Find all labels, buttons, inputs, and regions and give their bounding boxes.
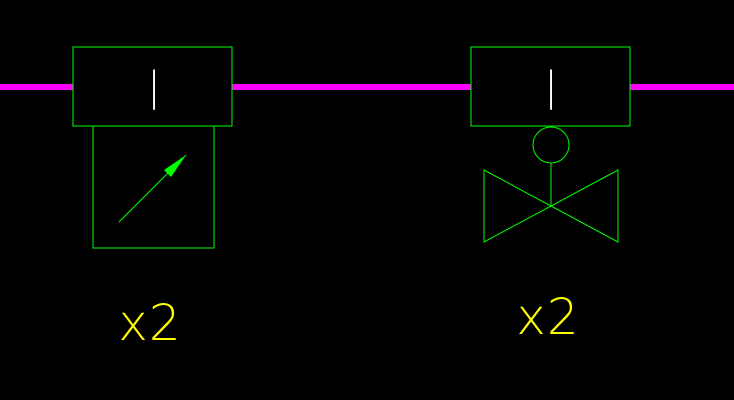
inline-box-1-tag: | bbox=[147, 64, 160, 110]
symbol-2[interactable]: | x2 bbox=[470, 46, 631, 346]
valve-icon bbox=[483, 126, 619, 243]
valve-body-right bbox=[549, 169, 619, 243]
quantity-label-2: x2 bbox=[516, 288, 579, 346]
diagonal-arrow-icon bbox=[118, 154, 187, 223]
actuator-circle-icon bbox=[532, 126, 570, 164]
symbol-1[interactable]: | x2 bbox=[72, 46, 233, 352]
inline-box-2-tag: | bbox=[544, 64, 557, 110]
quantity-label-1: x2 bbox=[118, 294, 181, 352]
inline-box-2 bbox=[470, 46, 631, 127]
instrument-box-1 bbox=[92, 125, 215, 249]
valve-body-left bbox=[483, 169, 553, 243]
